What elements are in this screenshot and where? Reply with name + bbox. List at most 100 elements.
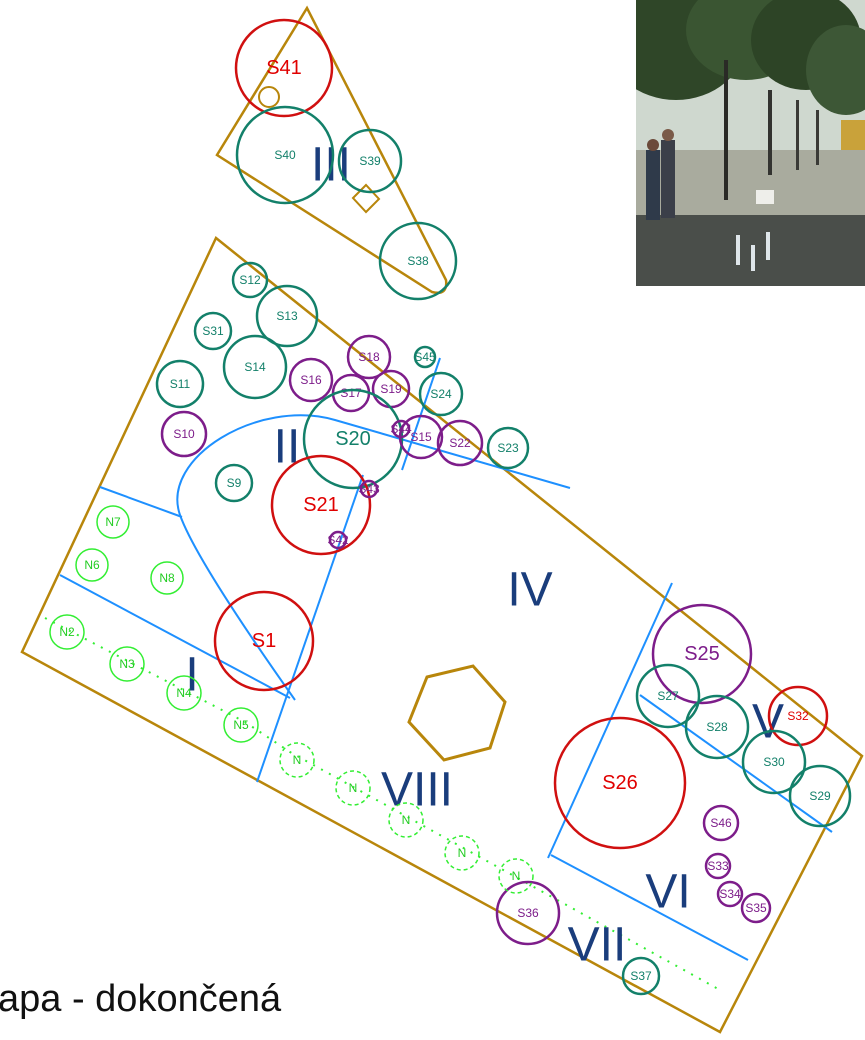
tree-label: S9	[227, 476, 242, 490]
tree-marker: N6	[75, 548, 109, 582]
zone-label: V	[752, 696, 784, 749]
tree-label: N8	[159, 571, 175, 585]
tree-marker: S26	[553, 716, 687, 850]
tree-label: S17	[340, 386, 362, 400]
tree-label: S37	[630, 969, 652, 983]
tree-label: S16	[300, 373, 322, 387]
tree-label: S40	[274, 148, 296, 162]
tree-circle	[741, 729, 807, 795]
tree-label: S22	[449, 436, 471, 450]
tree-circle	[651, 603, 753, 705]
tree-label: S1	[252, 630, 276, 652]
tree-circle	[49, 614, 85, 650]
tree-circle	[418, 371, 464, 417]
tree-marker: S36	[495, 880, 561, 946]
tree-circle	[635, 663, 701, 729]
tree-label: N4	[176, 686, 192, 700]
tree-label: S26	[602, 772, 638, 794]
tree-label: S46	[710, 816, 732, 830]
street-photo-illustration	[636, 0, 865, 286]
tree-circle	[279, 742, 315, 778]
tree-marker: S30	[741, 729, 807, 795]
tree-marker: S16	[288, 357, 334, 403]
tree-marker: S37	[621, 956, 661, 996]
tree-label: S41	[266, 57, 302, 79]
tree-marker: N7	[96, 505, 130, 539]
tree-label: S38	[407, 254, 429, 268]
tree-circle	[498, 858, 534, 894]
boundary-small-square	[351, 183, 381, 214]
tree-label: S21	[303, 494, 339, 516]
tree-marker: S40	[235, 105, 335, 205]
zone-line-path	[176, 414, 571, 701]
tree-circle	[166, 675, 202, 711]
tree-marker: S29	[788, 764, 852, 828]
zone-line	[401, 357, 441, 471]
zone-label: IV	[507, 564, 552, 617]
tree-circle	[684, 694, 750, 760]
tree-marker: S35	[740, 892, 772, 924]
tree-circle	[96, 505, 130, 539]
tree-label: S31	[202, 324, 224, 338]
tree-circle	[160, 410, 208, 458]
tree-marker: S23	[486, 426, 530, 470]
tree-circle	[436, 419, 484, 467]
tree-label: S25	[684, 643, 720, 665]
tree-marker: S28	[684, 694, 750, 760]
tree-circle	[222, 334, 288, 400]
tree-marker: S9	[214, 463, 254, 503]
tree-circle	[234, 18, 334, 118]
tree-marker: S18	[346, 334, 392, 380]
tree-label: S12	[239, 273, 261, 287]
tree-marker: N4	[166, 675, 202, 711]
tree-label: S18	[358, 350, 380, 364]
tree-circle	[337, 128, 403, 194]
tree-circle	[214, 463, 254, 503]
zone-label: VII	[568, 919, 627, 972]
tree-label: N	[349, 781, 358, 795]
tree-label: S28	[706, 720, 728, 734]
tree-marker: S11	[155, 359, 205, 409]
tree-circle	[255, 284, 319, 348]
fountain-hexagon	[407, 664, 507, 762]
tree-circle	[444, 835, 480, 871]
tree-circle	[335, 770, 371, 806]
tree-marker: S10	[160, 410, 208, 458]
tree-circle	[486, 426, 530, 470]
tree-label: S19	[380, 382, 402, 396]
zone-label: II	[274, 421, 301, 474]
new-tree-row-line	[44, 617, 721, 991]
tree-circle	[75, 548, 109, 582]
tree-marker: S38	[378, 221, 458, 301]
tree-circle	[716, 880, 744, 908]
tree-marker: N	[498, 858, 534, 894]
tree-circle	[109, 646, 145, 682]
tree-marker: S42	[327, 530, 349, 550]
tree-marker: S34	[716, 880, 744, 908]
tree-label: S13	[276, 309, 298, 323]
zone-line	[550, 854, 749, 961]
zone-line	[256, 474, 364, 783]
tree-label: S27	[657, 689, 679, 703]
boundary-small-ring	[258, 86, 280, 108]
tree-circle	[270, 454, 372, 556]
tree-circle	[788, 764, 852, 828]
tree-marker: S41	[234, 18, 334, 118]
tree-label: S11	[170, 377, 191, 391]
zone-label: VIII	[381, 764, 453, 817]
tree-marker: S13	[255, 284, 319, 348]
tree-circle	[193, 311, 233, 351]
tree-marker: S24	[418, 371, 464, 417]
tree-circle	[359, 479, 379, 499]
tree-circle	[231, 261, 269, 299]
boundary-main-plot	[20, 236, 864, 1034]
tree-circle	[235, 105, 335, 205]
tree-marker: S25	[651, 603, 753, 705]
tree-marker: S15	[398, 414, 444, 460]
tree-circle	[621, 956, 661, 996]
tree-label: N7	[105, 515, 121, 529]
tree-marker: N5	[223, 707, 259, 743]
tree-label: N3	[119, 657, 135, 671]
tree-label: S35	[745, 901, 767, 915]
